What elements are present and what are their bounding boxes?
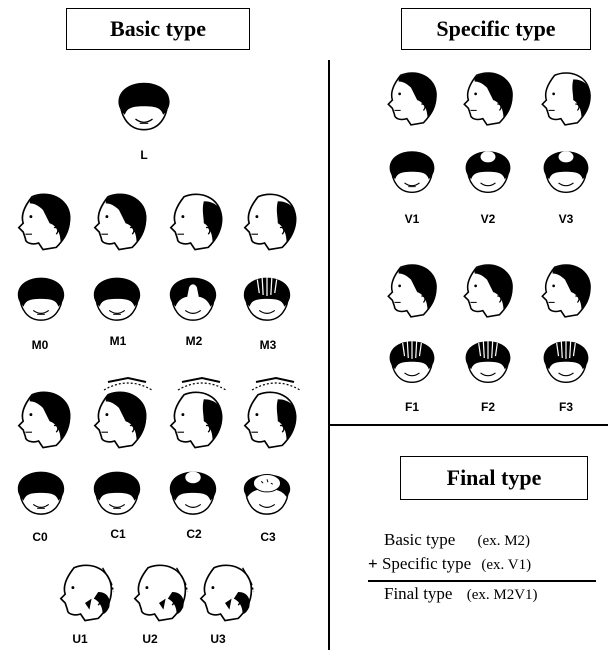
formula-plus-sign: +	[368, 554, 378, 573]
type-m0-top-head-icon	[12, 262, 70, 328]
type-f1-label: F1	[404, 400, 419, 414]
type-m1-top-head-icon	[88, 262, 146, 328]
basic-type-title: Basic type	[66, 8, 250, 50]
type-u2-label: U2	[142, 632, 158, 646]
panel-divider-horizontal	[329, 424, 608, 426]
basic-type-title-text: Basic type	[110, 16, 206, 41]
type-m0-side-head-icon	[10, 186, 76, 256]
type-c2-side-head-icon	[162, 384, 228, 454]
type-m3-side-head-icon	[236, 186, 302, 256]
final-type-title: Final type	[400, 456, 588, 500]
formula-line-final: Final type (ex. M2V1)	[384, 584, 538, 604]
type-f2-top-head-icon	[460, 326, 516, 390]
type-v2-top-head-icon	[460, 136, 516, 200]
type-m1-label: M1	[109, 334, 127, 348]
type-m3-label: M3	[259, 338, 277, 352]
formula-line-specific: + Specific type (ex. V1)	[368, 554, 531, 574]
type-u1-side-head-icon	[52, 556, 118, 628]
type-m1-side-head-icon	[86, 186, 152, 256]
specific-type-title-text: Specific type	[436, 16, 556, 41]
type-m2-top-head-icon	[164, 262, 222, 328]
type-v3-label: V3	[558, 212, 574, 226]
type-v2-label: V2	[480, 212, 496, 226]
type-v3-top-head-icon	[538, 136, 594, 200]
formula-basic-example: (ex. M2)	[477, 533, 531, 549]
type-l-label: L	[140, 148, 148, 162]
formula-final-text: Final type	[384, 584, 453, 603]
type-v2-side-head-icon	[456, 64, 518, 132]
panel-divider-vertical	[328, 60, 330, 650]
type-u3-side-head-icon	[192, 556, 258, 628]
final-type-title-text: Final type	[446, 465, 542, 490]
formula-line-basic: Basic type (ex. M2)	[384, 530, 530, 550]
type-f2-label: F2	[480, 400, 495, 414]
type-u1-label: U1	[72, 632, 88, 646]
formula-specific-example: (ex. V1)	[481, 557, 532, 573]
type-v3-side-head-icon	[534, 64, 596, 132]
type-m0-label: M0	[31, 338, 49, 352]
type-m2-side-head-icon	[162, 186, 228, 256]
type-c2-top-head-icon	[164, 456, 222, 522]
type-u2-side-head-icon	[126, 556, 192, 628]
formula-final-example: (ex. M2V1)	[466, 587, 538, 603]
formula-sum-line	[368, 580, 596, 582]
type-c0-top-head-icon	[12, 456, 70, 522]
type-c1-top-head-icon	[88, 456, 146, 522]
type-c1-side-head-icon	[86, 384, 152, 454]
type-c1-label: C1	[110, 527, 126, 541]
type-f1-top-head-icon	[384, 326, 440, 390]
type-f3-top-head-icon	[538, 326, 594, 390]
type-f3-label: F3	[558, 400, 573, 414]
type-m2-label: M2	[185, 334, 203, 348]
type-v1-top-head-icon	[384, 136, 440, 200]
type-c3-top-head-icon	[238, 456, 296, 522]
type-u3-label: U3	[210, 632, 226, 646]
type-c0-label: C0	[32, 530, 48, 544]
type-f2-side-head-icon	[456, 256, 518, 324]
type-c3-side-head-icon	[236, 384, 302, 454]
type-l-top-head-icon	[112, 66, 176, 138]
type-c2-label: C2	[186, 527, 202, 541]
formula-basic-text: Basic type	[384, 530, 456, 549]
type-c3-label: C3	[260, 530, 276, 544]
type-f3-side-head-icon	[534, 256, 596, 324]
formula-specific-text: Specific type	[381, 554, 472, 573]
type-f1-side-head-icon	[380, 256, 442, 324]
specific-type-title: Specific type	[401, 8, 591, 50]
type-m3-top-head-icon	[238, 262, 296, 328]
type-v1-label: V1	[404, 212, 420, 226]
type-c0-side-head-icon	[10, 384, 76, 454]
type-v1-side-head-icon	[380, 64, 442, 132]
